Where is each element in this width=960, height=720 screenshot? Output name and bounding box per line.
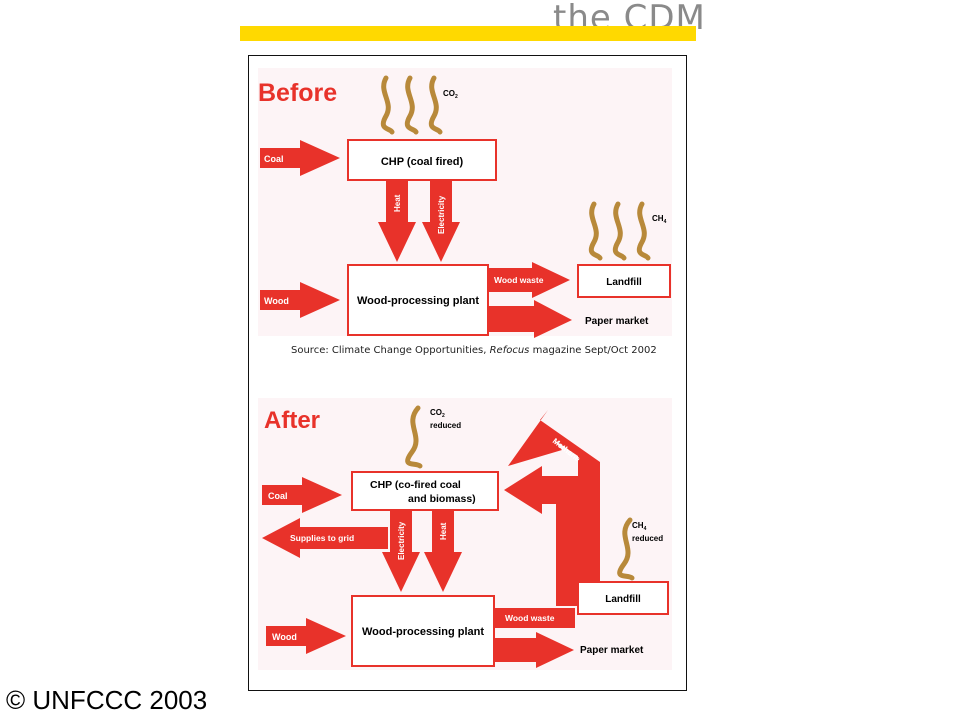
copyright-footer: © UNFCCC 2003 <box>6 685 208 715</box>
before-panel: Before CO2 Coal CHP (coal fired) Heat El… <box>258 68 672 356</box>
chp-cofired-label-line2: and biomass) <box>408 493 476 505</box>
after-coal-input-arrow <box>262 477 342 513</box>
after-paper-market-label: Paper market <box>580 645 644 656</box>
supplies-to-grid-arrow <box>262 518 388 558</box>
after-ch4-label: CH4 <box>632 521 647 532</box>
wood-waste-label: Wood waste <box>494 275 544 285</box>
before-co2-label: CO2 <box>443 89 458 100</box>
after-heat-label: Heat <box>439 522 448 540</box>
landfill-box <box>577 264 671 298</box>
wood-waste-label-band <box>495 608 575 628</box>
after-co2-reduced-label: reduced <box>430 421 461 430</box>
coal-input-arrow <box>260 140 340 176</box>
after-panel: After CO2 reduced Methane Wood waste Coa… <box>258 398 672 670</box>
co2-reduced-icon <box>405 405 423 469</box>
paper-market-label: Paper market <box>585 316 649 327</box>
after-wood-waste-text: Wood waste <box>505 613 555 623</box>
after-wood-input-arrow <box>266 618 346 654</box>
after-wood-label: Wood <box>272 632 297 642</box>
wood-input-arrow <box>260 282 340 318</box>
chp-cofired-box <box>351 471 499 511</box>
coal-label: Coal <box>264 154 284 164</box>
after-landfill-box <box>577 581 669 615</box>
co2-emission-icon <box>380 75 443 135</box>
heat-label: Heat <box>393 194 402 212</box>
after-wood-processing-plant-box <box>351 595 495 667</box>
after-electricity-label: Electricity <box>397 521 406 560</box>
after-landfill-label: Landfill <box>605 594 641 605</box>
after-heat-arrow <box>424 510 462 592</box>
after-wood-processing-plant-label: Wood-processing plant <box>362 626 484 638</box>
wood-processing-plant-label: Wood-processing plant <box>357 295 479 307</box>
electricity-flow-arrow <box>422 180 460 262</box>
wood-label: Wood <box>264 296 289 306</box>
heat-flow-arrow <box>378 180 416 262</box>
ch4-reduced-icon <box>617 517 635 581</box>
ch4-emission-icon <box>588 201 651 261</box>
wood-waste-return-body <box>495 466 578 606</box>
chp-coal-fired-box <box>347 139 497 181</box>
after-title: After <box>264 407 320 434</box>
after-electricity-arrow <box>382 510 420 592</box>
wood-waste-arrow <box>489 262 570 298</box>
source-citation: Source: Climate Change Opportunities, Re… <box>291 345 657 356</box>
paper-market-arrow <box>489 300 572 338</box>
chp-coal-fired-label: CHP (coal fired) <box>381 156 464 168</box>
methane-return-arrow <box>508 410 600 584</box>
electricity-label: Electricity <box>437 195 446 234</box>
before-ch4-label: CH4 <box>652 214 667 225</box>
after-paper-market-arrow <box>495 632 574 668</box>
after-coal-label: Coal <box>268 491 288 501</box>
after-ch4-reduced-label: reduced <box>632 534 663 543</box>
header-accent-bar <box>240 26 696 41</box>
before-title: Before <box>258 79 337 107</box>
wood-processing-plant-box <box>347 264 489 336</box>
after-co2-label: CO2 <box>430 408 445 419</box>
landfill-label: Landfill <box>606 277 642 288</box>
chp-cofired-label-line1: CHP (co-fired coal <box>370 479 461 491</box>
supplies-to-grid-label: Supplies to grid <box>290 533 354 543</box>
